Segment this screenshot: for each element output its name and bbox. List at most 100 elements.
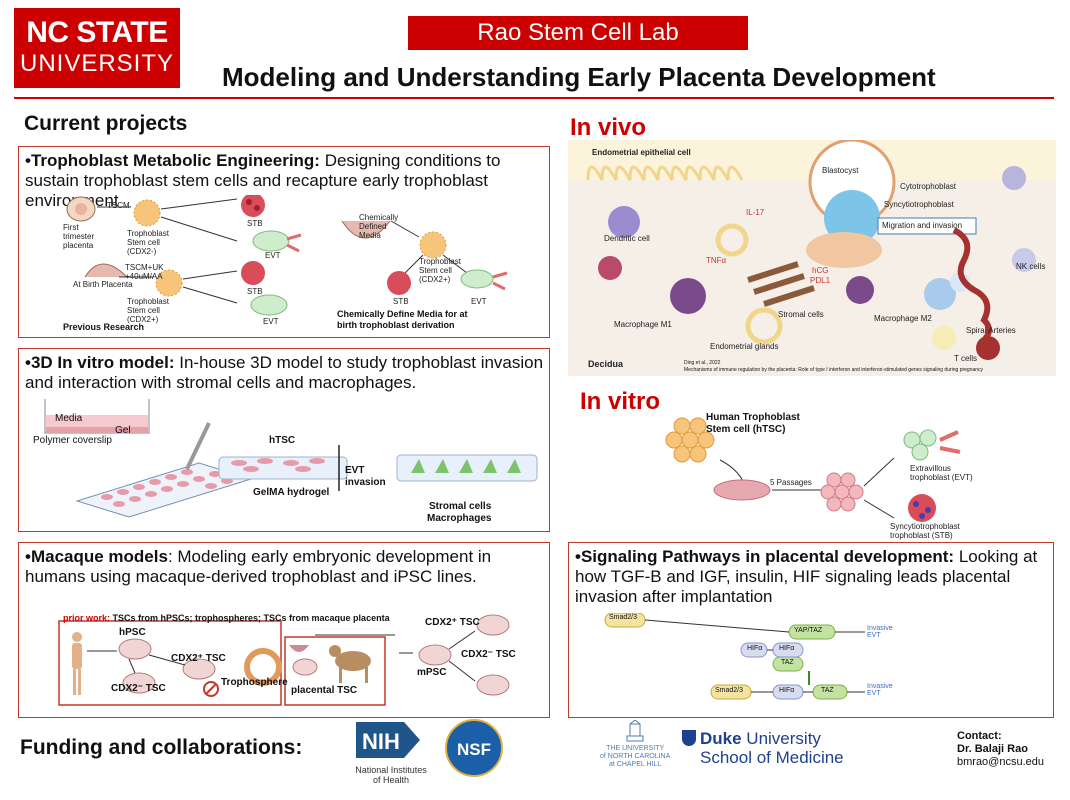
- project2-title: •3D In vitro model:: [25, 353, 175, 372]
- project4-panel: •Signaling Pathways in placental develop…: [568, 542, 1054, 718]
- page-title: Modeling and Understanding Early Placent…: [222, 62, 936, 92]
- project3-panel: •Macaque models: Modeling early embryoni…: [18, 542, 550, 718]
- invivo-il17: IL-17: [746, 208, 765, 217]
- duke-line1: Duke University: [682, 730, 844, 748]
- fig3-prior-work: prior work: TSCs from hPSCs; trophospher…: [63, 613, 390, 623]
- fig1-first-trimester: First trimester placenta: [63, 223, 95, 250]
- project3-description: •Macaque models: Modeling early embryoni…: [25, 547, 545, 587]
- fig4-taz-bottom: TAZ: [821, 687, 834, 694]
- invivo-citation1: Ding et al., 2022: [684, 360, 721, 366]
- invivo-epithelial: Endometrial epithelial cell: [592, 148, 691, 157]
- invivo-macrophage-m1: Macrophage M1: [614, 320, 672, 329]
- invitro-stb: Syncytiotrophoblast trophoblast (STB): [890, 522, 960, 540]
- contact-email[interactable]: bmrao@ncsu.edu: [957, 756, 1044, 768]
- fig3-prior-work-label: prior work:: [63, 613, 111, 623]
- nih-line2: of Health: [372, 775, 410, 785]
- in-vitro-heading: In vitro: [580, 388, 661, 415]
- nih-line1: National Institutes: [355, 765, 427, 775]
- unc-line3: at CHAPEL HILL: [609, 761, 662, 768]
- fig1-evt-1: EVT: [265, 251, 281, 260]
- fig3-placental-tsc: placental TSC: [291, 685, 358, 696]
- fig1-at-birth: At Birth Placenta: [73, 280, 133, 289]
- fig3-cdx2-neg-tsc: CDX2⁻ TSC: [111, 683, 166, 694]
- invivo-tcells: T cells: [954, 354, 977, 363]
- fig2-gel: Gel: [115, 425, 131, 436]
- invitro-human-tsc: Human Trophoblast Stem cell (hTSC): [706, 412, 800, 435]
- invivo-macrophage-m2: Macrophage M2: [874, 314, 932, 323]
- invivo-cytotrophoblast: Cytotrophoblast: [900, 182, 957, 191]
- project1-panel: •Trophoblast Metabolic Engineering: Desi…: [18, 146, 550, 338]
- unc-bell-tower-icon: [626, 719, 644, 742]
- ncstate-logo: NC STATE UNIVERSITY: [14, 8, 180, 88]
- project3-figure: [58, 614, 510, 706]
- invitro-evt: Extravillous trophoblast (EVT): [910, 464, 973, 482]
- fig4-hifa-mid: HIFα: [779, 645, 795, 652]
- in-vivo-diagram: [568, 140, 1056, 376]
- fig4-smad-bottom: Smad2/3: [715, 687, 744, 694]
- fig3-cdx2-pos-tsc-right: CDX2⁺ TSC: [425, 617, 480, 628]
- project4-title: •Signaling Pathways in placental develop…: [575, 547, 955, 566]
- fig2-htsc: hTSC: [269, 435, 296, 446]
- fig1-chem-define-caption: Chemically Define Media for at birth tro…: [337, 309, 468, 330]
- nsf-logo-text: NSF: [457, 740, 491, 759]
- duke-logo: Duke University School of Medicine: [682, 730, 844, 768]
- fig2-gelma: GelMA hydrogel: [253, 487, 330, 498]
- fig3-trophosphere: Trophosphere: [221, 677, 288, 688]
- logo-line1: NC STATE: [26, 16, 168, 49]
- fig1-tsc-cdx2-pos2: Trophoblast Stem cell (CDX2+): [127, 297, 169, 324]
- project3-text: : Modeling early embryonic development i…: [25, 547, 492, 586]
- logo-line2: UNIVERSITY: [19, 50, 175, 77]
- human-figure-icon: [72, 632, 82, 695]
- invivo-tnfa: TNFα: [706, 256, 727, 265]
- project3-title: •Macaque models: [25, 547, 168, 566]
- fig2-stromal: Stromal cells: [429, 501, 492, 512]
- unc-line2: of NORTH CAROLINA: [600, 753, 671, 760]
- fig4-invasive-evt-bottom: Invasive EVT: [867, 683, 893, 697]
- invivo-dendritic: Dendritic cell: [604, 234, 650, 243]
- nih-logo: NIH National Institutes of Health: [355, 720, 434, 785]
- unc-logo: THE UNIVERSITY of NORTH CAROLINA at CHAP…: [600, 719, 671, 769]
- fig4-taz-mid: TAZ: [781, 659, 794, 666]
- project2-text: In-house 3D model to study trophoblast i…: [25, 353, 544, 392]
- fig1-tscm: TSCM: [107, 201, 130, 210]
- fig1-stb-3: STB: [393, 297, 409, 306]
- invivo-spiral: Spiral Arteries: [966, 326, 1016, 335]
- nsf-logo: NSF: [445, 719, 503, 777]
- project4-description: •Signaling Pathways in placental develop…: [575, 547, 1049, 607]
- unc-line1: THE UNIVERSITY: [606, 745, 665, 752]
- fig1-previous-research: Previous Research: [63, 322, 145, 332]
- project2-panel: •3D In vitro model: In-house 3D model to…: [18, 348, 550, 532]
- nih-logo-mark: NIH: [356, 722, 420, 758]
- fig3-prior-work-text: TSCs from hPSCs; trophospheres; TSCs fro…: [110, 613, 390, 623]
- fig3-mpsc: mPSC: [417, 667, 447, 678]
- invivo-citation2: Mechanisms of immune regulation by the p…: [684, 367, 984, 373]
- invivo-glands: Endometrial glands: [710, 342, 779, 351]
- fig4-hifa-bottom: HIFα: [779, 687, 795, 694]
- invivo-blastocyst: Blastocyst: [822, 166, 859, 175]
- fig1-tsc-cdx2-neg: Trophoblast Stem cell (CDX2-): [127, 229, 169, 256]
- fig3-cdx2-neg-tsc-right: CDX2⁻ TSC: [461, 649, 516, 660]
- duke-university: University: [741, 729, 821, 748]
- contact-label: Contact:: [957, 730, 1002, 742]
- project2-figure: [44, 399, 538, 518]
- lab-name-banner: Rao Stem Cell Lab: [408, 16, 748, 50]
- fig4-smad-top: Smad2/3: [609, 614, 638, 621]
- in-vitro-diagram: [665, 417, 961, 522]
- in-vivo-heading: In vivo: [570, 114, 647, 141]
- fig1-stb-1: STB: [247, 219, 263, 228]
- invivo-nk: NK cells: [1016, 262, 1046, 271]
- fig1-chem-media: Chemically Defined Media: [359, 213, 399, 240]
- fig1-stb-2: STB: [247, 287, 263, 296]
- project4-figure: [604, 613, 865, 700]
- nih-logo-text: NIH: [362, 729, 400, 754]
- contact-name: Dr. Balaji Rao: [957, 743, 1028, 755]
- fig1-evt-3: EVT: [471, 297, 487, 306]
- fig3-hpsc: hPSC: [119, 627, 146, 638]
- project4-text: Looking at how TGF-B and IGF, insulin, H…: [575, 547, 1038, 606]
- invivo-pdl1: PDL1: [810, 276, 831, 285]
- invivo-hcg: hCG: [812, 266, 829, 275]
- invivo-syncytiotrophoblast: Syncytiotrophoblast: [884, 200, 954, 209]
- project1-figure: [66, 195, 508, 316]
- funding-heading: Funding and collaborations:: [20, 736, 303, 759]
- invivo-migration: Migration and invasion: [882, 221, 963, 230]
